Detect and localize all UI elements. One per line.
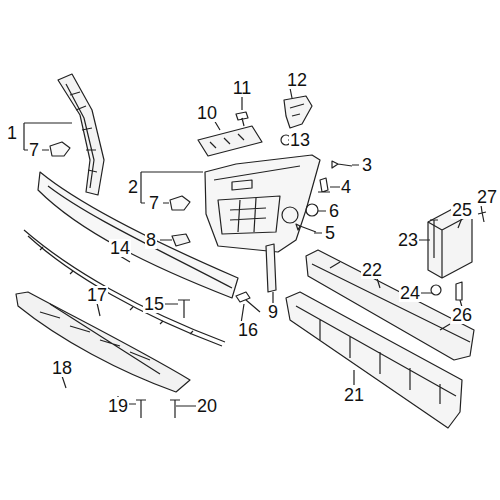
callout-number: 21 [343, 386, 365, 404]
callout-number: 18 [51, 359, 73, 377]
callout-number: 7 [148, 194, 160, 212]
callout-number: 6 [328, 202, 340, 220]
callout-number: 12 [286, 71, 308, 89]
callout-number: 4 [340, 178, 352, 196]
callout-number: 9 [267, 303, 279, 321]
callout-number: 2 [127, 178, 139, 196]
callout-number: 25 [451, 201, 473, 219]
callout-number: 23 [397, 231, 419, 249]
callout-number: 1 [6, 124, 18, 142]
callout-number: 13 [289, 131, 311, 149]
callout-number: 20 [196, 397, 218, 415]
callout-number: 16 [237, 321, 259, 339]
callout-number: 24 [399, 284, 421, 302]
callout-number: 22 [361, 261, 383, 279]
callout-number: 15 [143, 295, 165, 313]
callout-number: 14 [109, 239, 131, 257]
callout-number: 3 [361, 156, 373, 174]
callout-number: 10 [196, 104, 218, 122]
callout-number: 26 [451, 306, 473, 324]
callout-number: 19 [107, 397, 129, 415]
callout-number: 17 [86, 286, 108, 304]
callout-number: 5 [324, 224, 336, 242]
callout-number: 11 [232, 79, 253, 97]
callout-number: 7 [28, 141, 40, 159]
callout-number: 8 [145, 231, 157, 249]
callout-number: 27 [476, 188, 498, 206]
